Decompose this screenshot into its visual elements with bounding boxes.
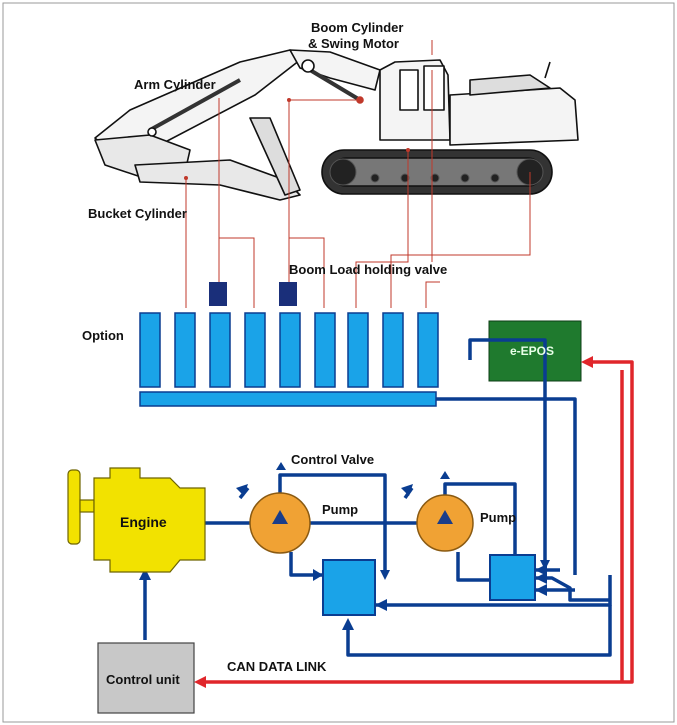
option-label: Option — [82, 328, 124, 343]
valve-spool-boom-2 — [314, 312, 336, 388]
valve-spool-travel-2 — [417, 312, 439, 388]
excavator-link — [249, 117, 301, 196]
e-epos-label: e-EPOS — [510, 344, 555, 358]
engine — [67, 467, 206, 573]
control-unit-label: Control unit — [106, 672, 180, 687]
boom-cylinder-label: Boom Cylinder — [311, 20, 404, 35]
valve-spool-bucket — [174, 312, 196, 388]
control-valve-label: Control Valve — [291, 452, 375, 467]
valve-spool-arm-2 — [244, 312, 266, 388]
valve-spool-boom-1 — [279, 312, 301, 388]
bucket-cylinder-label: Bucket Cylinder — [88, 206, 187, 221]
excavator-boom — [289, 49, 381, 91]
arm-cylinder-rod — [149, 78, 241, 132]
excavator-cab-window-2 — [423, 65, 445, 111]
boom-load-holding-valve — [279, 282, 297, 306]
boom-cylinder-rod — [308, 68, 362, 102]
pump-2 — [416, 494, 474, 552]
track-rollers — [329, 158, 544, 186]
excavator-stick-lower — [134, 159, 301, 201]
pump-1-label: Pump — [322, 502, 359, 517]
hydraulic-lines — [143, 338, 612, 657]
pump-1 — [249, 492, 311, 554]
valve-spool-arm-1 — [209, 312, 231, 388]
can-arrow-control-unit — [194, 676, 206, 688]
excavator-upper-structure — [449, 87, 579, 146]
pump-2-regulator — [489, 554, 536, 601]
e-epos-box — [488, 320, 582, 382]
can-data-link-label: CAN DATA LINK — [227, 659, 327, 674]
excavator-cab-window — [399, 69, 419, 111]
pump-2-label: Pump — [480, 510, 517, 525]
excavator-illustration — [94, 49, 579, 201]
pump-1-regulator — [322, 559, 376, 616]
hydraulic-arrows — [139, 462, 550, 630]
valve-bank-base — [139, 391, 437, 407]
valve-spool-swing — [347, 312, 369, 388]
can-data-link-lines — [200, 360, 634, 684]
boom-load-holding-valve-label: Boom Load holding valve — [289, 262, 448, 277]
swing-motor-label: & Swing Motor — [308, 36, 399, 51]
valve-spool-travel-1 — [382, 312, 404, 388]
excavator-hood — [469, 74, 551, 96]
engine-label: Engine — [120, 514, 167, 530]
valve-spool-option — [139, 312, 161, 388]
arm-cylinder-label: Arm Cylinder — [134, 77, 216, 92]
control-unit-box — [97, 642, 195, 714]
can-arrow-e-epos — [581, 356, 593, 368]
arm-holding-valve — [209, 282, 227, 306]
control-valve-bank — [139, 312, 439, 407]
